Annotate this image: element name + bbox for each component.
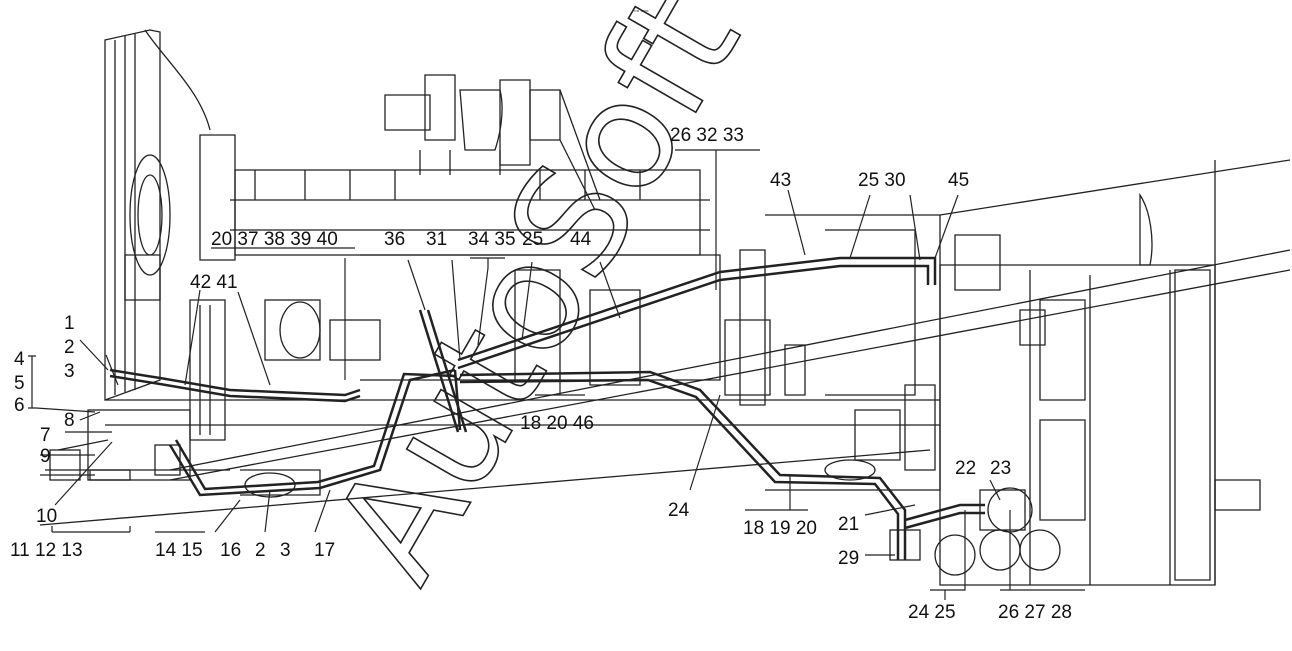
machine-outline [39, 29, 1291, 586]
callout-10: 10 [36, 506, 57, 527]
callout-17: 17 [314, 540, 335, 561]
callout-16: 16 [220, 540, 241, 561]
watermark: AutoSoft [300, 0, 773, 608]
callout-3: 3 [64, 361, 75, 382]
pipe-routing [109, 256, 985, 560]
header-mark: ▫▫ ▫▫▫ [634, 8, 648, 15]
callout-36: 36 [384, 229, 405, 250]
callout-18-20-46: 18 20 46 [520, 413, 594, 434]
callout-8: 8 [64, 410, 75, 431]
callout-24-middle: 24 [668, 500, 690, 521]
callout-43: 43 [770, 170, 791, 191]
callout-22: 22 [955, 458, 976, 479]
callout-1: 1 [64, 313, 75, 334]
callout-20-37-38-39-40: 20 37 38 39 40 [211, 229, 338, 250]
callout-3-lower: 3 [280, 540, 291, 561]
callout-25-30: 25 30 [858, 170, 906, 191]
callout-26-27-28: 26 27 28 [998, 602, 1072, 623]
callout-4: 4 [14, 349, 25, 370]
callout-5: 5 [14, 373, 25, 394]
callout-24-25: 24 25 [908, 602, 956, 623]
callout-2: 2 [64, 337, 75, 358]
callout-42-41: 42 41 [190, 272, 238, 293]
callout-2-lower: 2 [255, 540, 266, 561]
callout-leaders [28, 149, 1085, 600]
callout-6: 6 [14, 395, 25, 416]
callout-21: 21 [838, 514, 859, 535]
callout-14-15: 14 15 [155, 540, 203, 561]
callout-labels: 1 2 3 4 5 6 8 7 9 10 11 12 13 14 15 16 2… [10, 125, 1072, 623]
callout-31: 31 [426, 229, 447, 250]
callout-29: 29 [838, 548, 859, 569]
callout-23: 23 [990, 458, 1011, 479]
callout-34-35: 34 35 [468, 229, 516, 250]
callout-25-upper: 25 [522, 229, 543, 250]
callout-45: 45 [948, 170, 969, 191]
callout-7: 7 [40, 425, 51, 446]
callout-18-19-20: 18 19 20 [743, 518, 817, 539]
callout-9: 9 [40, 446, 51, 467]
callout-26-32-33: 26 32 33 [670, 125, 744, 146]
callout-11-12-13: 11 12 13 [10, 540, 83, 561]
callout-44: 44 [570, 229, 592, 250]
